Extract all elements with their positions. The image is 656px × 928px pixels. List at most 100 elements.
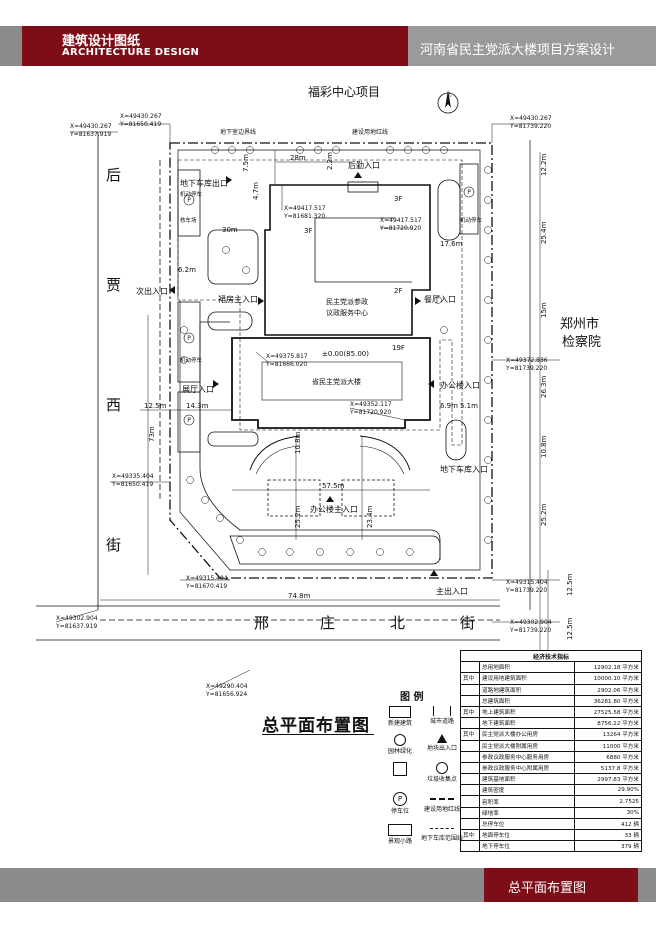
dim-12-5c: 12.5m xyxy=(566,617,574,640)
coord-nw2-y: Y=81637.919 xyxy=(69,131,111,138)
plan-element xyxy=(359,445,405,475)
street-west-char-4: 街 xyxy=(106,536,121,554)
legend-item-red-line: 建设用地红线 xyxy=(420,792,464,813)
table-cell-group: 其中 xyxy=(460,705,480,719)
table-cell-value: 33 辆 xyxy=(574,828,642,842)
plan-element xyxy=(180,356,188,364)
plan-element: P P P P xyxy=(187,189,471,424)
square-icon xyxy=(393,762,407,776)
plan-element: 7.5m 2.2m 28m 12.2m 4.7m 30m 25.4m 17.6m… xyxy=(144,152,574,640)
west-parking xyxy=(177,301,201,383)
rear-entrance-block xyxy=(347,181,379,193)
legend-label: 园林绿化 xyxy=(387,748,412,755)
table-cell-name: 建筑基地面积 xyxy=(478,773,576,786)
label-motor-parking-nw: 机动停车 xyxy=(180,190,203,198)
plan-element xyxy=(341,479,395,517)
dim-5-1: 5.1m xyxy=(460,402,478,410)
plan-element: 地下室边界线 建设用地红线 xyxy=(220,128,388,136)
trash-icon xyxy=(436,762,448,774)
label-motor-parking-east: 机动停车 xyxy=(460,216,483,224)
dim-25-2: 25.2m xyxy=(294,505,302,528)
table-cell-group xyxy=(460,739,480,752)
plan-element xyxy=(316,548,324,556)
table-cell-value: 29.90% xyxy=(574,784,642,797)
street-south-char-1: 邢 xyxy=(254,614,269,632)
plan-element xyxy=(354,172,362,178)
plan-element xyxy=(183,194,195,206)
coord-road-sw-x: X=49302.904 xyxy=(56,615,98,622)
table-cell-name: 建设用地建筑面积 xyxy=(478,672,576,685)
legend-label: 建设用地红线 xyxy=(423,806,460,813)
coord-road-s-x: X=49290.404 xyxy=(206,683,248,690)
coord-east-x: X=49372.836 xyxy=(506,357,548,364)
table-cell-value: 2997.83 平方米 xyxy=(574,773,642,786)
table-cell-group: 其中 xyxy=(460,728,480,741)
plan-element xyxy=(349,407,406,421)
plan-element xyxy=(296,146,304,154)
coord-tower-se-x: X=49352.117 xyxy=(350,401,392,408)
dim-28: 28m xyxy=(290,154,306,162)
plan-element xyxy=(258,297,264,305)
plan-element xyxy=(430,570,438,576)
plan-element: 民主党派参政 议政服务中心 3F 3F 2F 19F 省民主党派大楼 ±0.00… xyxy=(304,195,405,386)
plan-element xyxy=(180,326,188,334)
label-secondary-entry: 次出入口 xyxy=(136,286,168,296)
table-cell-value: 8756.22 平方米 xyxy=(574,717,642,730)
table-cell-value: 412 辆 xyxy=(574,817,642,831)
footer-red-block xyxy=(484,868,638,902)
plan-element xyxy=(484,416,492,424)
table-cell-name: 总停车位 xyxy=(478,817,576,831)
plan-element xyxy=(314,146,322,154)
table-cell-value: 13264 平方米 xyxy=(574,728,642,741)
dim-6-2: 6.2m xyxy=(178,266,196,274)
street-south-char-2: 庄 xyxy=(320,614,335,632)
east-garden-1 xyxy=(437,179,461,241)
plan-element xyxy=(440,146,448,154)
road-icon xyxy=(433,706,451,716)
table-cell-name: 总建筑面积 xyxy=(478,694,576,707)
plan-element: 机动停车 核车场 机动停车 机动停车 xyxy=(180,190,483,364)
street-west-char-1: 后 xyxy=(106,166,121,184)
table-cell-name: 地下建筑面积 xyxy=(478,717,576,730)
table-cell-value: 10000.10 平方米 xyxy=(574,672,642,685)
parking-p-icon: P xyxy=(187,197,191,204)
main-tower-outline xyxy=(231,337,431,429)
podium-building-outline xyxy=(264,184,431,336)
table-cell-name: 民主党派大楼附属用房 xyxy=(478,739,576,752)
table-cell-group xyxy=(460,717,480,730)
label-main-building: 省民主党派大楼 xyxy=(312,377,361,386)
plan-element xyxy=(236,536,244,544)
dim-25-4: 25.4m xyxy=(540,221,548,244)
plan-element xyxy=(183,414,195,426)
coord-nw-y: Y=81650.419 xyxy=(119,121,161,128)
table-cell-value: 12902.18 平方米 xyxy=(574,661,642,674)
coord-tower-nw-x: X=49375.817 xyxy=(266,353,308,360)
table-cell-name: 容积率 xyxy=(478,795,576,808)
table-cell-value: 2.7525 xyxy=(574,795,642,808)
table-cell-value: 5137.8 平方米 xyxy=(574,761,642,775)
coord-road-sw-y: Y=81637.919 xyxy=(55,623,97,630)
path-icon xyxy=(388,824,412,836)
dim-12-2: 12.2m xyxy=(540,153,548,176)
table-cell-value: 36281.80 平方米 xyxy=(574,694,642,707)
legend-item-city-road: 城市道路 xyxy=(420,706,464,725)
tower-core xyxy=(261,361,403,401)
table-cell-group xyxy=(460,773,480,786)
legend-item-path: 景观小路 xyxy=(378,824,422,845)
plan-element xyxy=(216,514,224,522)
dim-74-8: 74.8m xyxy=(288,592,311,600)
legend-label: 垃圾收集点 xyxy=(426,776,457,783)
table-cell-value: 11000 平方米 xyxy=(574,739,642,752)
coord-sw-y: Y=81670.419 xyxy=(185,583,227,590)
label-office-entry: 办公楼入口 xyxy=(440,380,480,390)
tree-symbols xyxy=(180,146,492,556)
dim-57-5: 57.5m xyxy=(322,482,345,490)
dim-17-6: 17.6m xyxy=(440,240,463,248)
coord-tower-se-y: Y=81720.920 xyxy=(349,409,391,416)
